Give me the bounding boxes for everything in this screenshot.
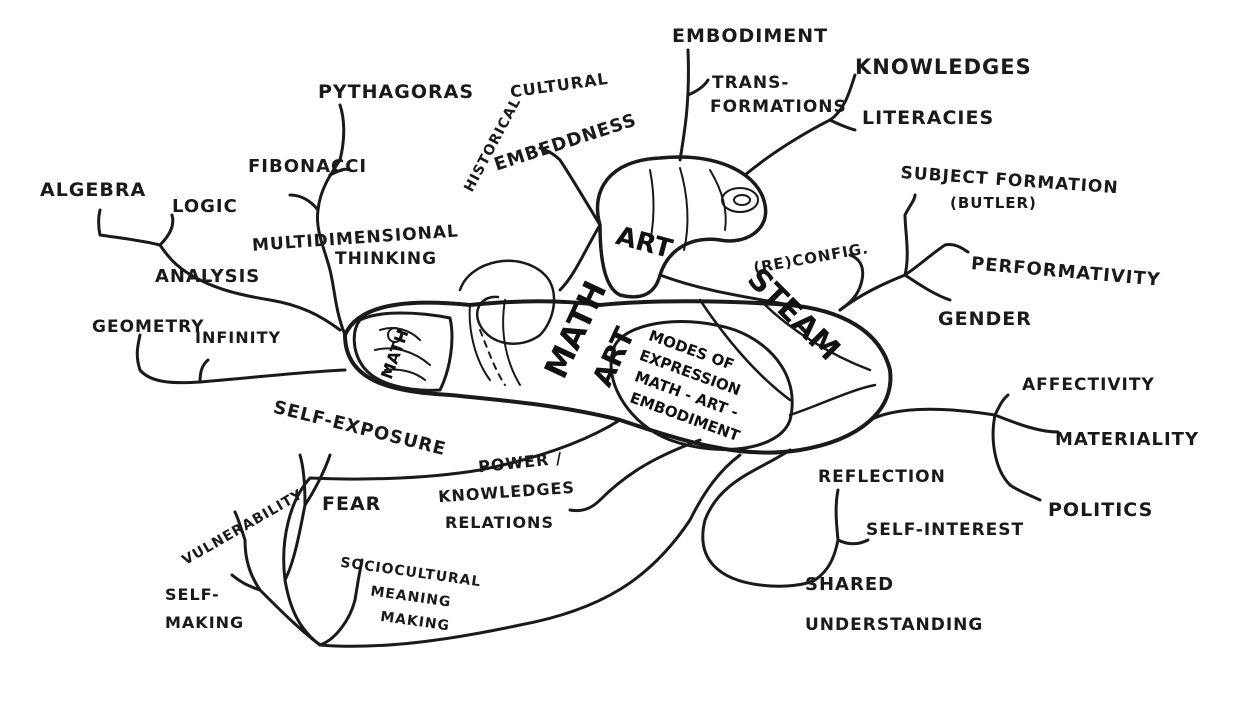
label-subject-formation: SUBJECT FORMATION <box>900 163 1119 198</box>
label-historical: HISTORICAL <box>461 95 524 195</box>
label-politics: POLITICS <box>1048 499 1153 521</box>
label-pythagoras: PYTHAGORAS <box>318 81 474 103</box>
core-math-small-label: MATH <box>377 327 412 382</box>
label-knowledges: KNOWLEDGES <box>855 55 1032 79</box>
label-fibonacci: FIBONACCI <box>248 156 367 177</box>
label-relations: RELATIONS <box>445 513 554 532</box>
label-understanding: UNDERSTANDING <box>805 615 983 635</box>
label-butler: (BUTLER) <box>950 194 1037 212</box>
label-making2: MAKING <box>379 609 451 635</box>
label-thinking: THINKING <box>335 249 437 269</box>
label-self-exposure: SELF-EXPOSURE <box>271 397 448 460</box>
label-infinity: INFINITY <box>195 328 281 347</box>
label-reconfig: (RE)CONFIG. <box>752 239 870 277</box>
label-making: MAKING <box>165 613 244 632</box>
label-materiality: MATERIALITY <box>1055 429 1199 450</box>
label-affectivity: AFFECTIVITY <box>1022 375 1155 395</box>
label-algebra: ALGEBRA <box>40 179 146 201</box>
label-gender: GENDER <box>938 308 1032 330</box>
label-meaning: MEANING <box>369 584 452 611</box>
label-logic: LOGIC <box>172 196 238 217</box>
label-knowledges2: KNOWLEDGES <box>438 478 576 507</box>
label-power: POWER / <box>477 449 563 477</box>
label-reflection: REFLECTION <box>818 467 946 487</box>
label-cultural: CULTURAL <box>509 69 610 102</box>
label-performativity: PERFORMATIVITY <box>970 253 1161 290</box>
label-self: SELF- <box>165 585 220 604</box>
label-self-interest: SELF-INTEREST <box>866 520 1024 540</box>
label-formations: FORMATIONS <box>710 97 847 117</box>
label-literacies: LITERACIES <box>862 107 994 129</box>
core-art-label: ART <box>613 221 676 265</box>
label-trans: TRANS- <box>712 73 789 93</box>
label-analysis: ANALYSIS <box>155 266 260 287</box>
label-shared: SHARED <box>805 574 894 595</box>
label-embodiment: EMBODIMENT <box>672 25 828 47</box>
label-fear: FEAR <box>322 493 381 515</box>
label-sociocultural: SOCIOCULTURAL <box>339 555 482 591</box>
label-geometry: GEOMETRY <box>92 317 205 337</box>
